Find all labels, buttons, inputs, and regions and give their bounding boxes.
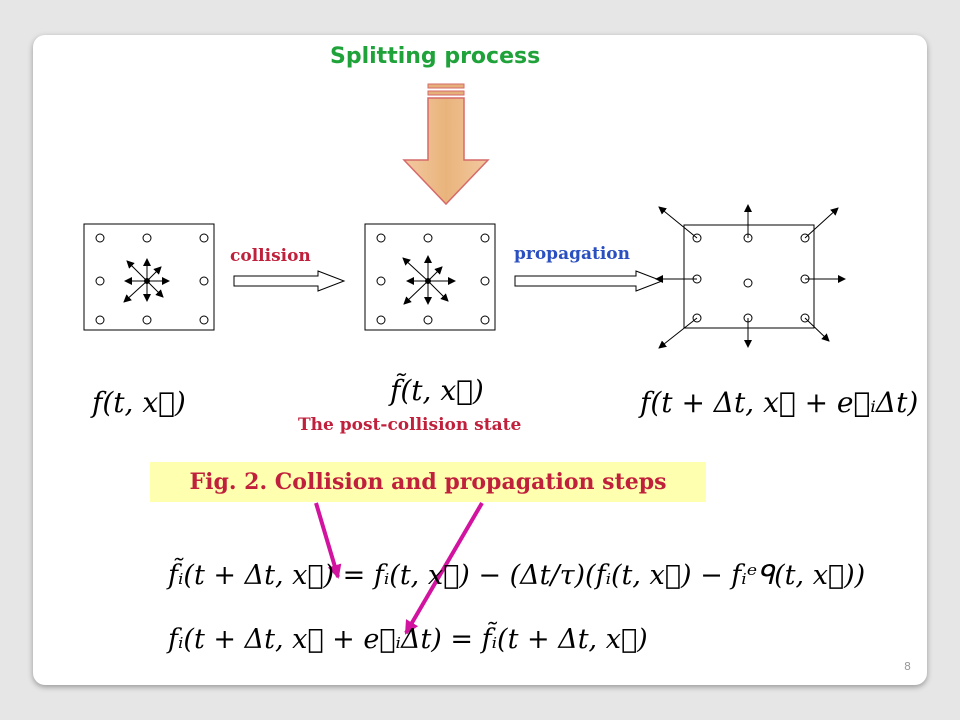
propagation-label: propagation [514, 244, 630, 264]
lattice-before [83, 223, 215, 331]
figure-caption: Fig. 2. Collision and propagation steps [150, 462, 706, 502]
equation-propagation-step: fᵢ(t + Δt, x⃗ + e⃗ᵢΔt) = f̃ᵢ(t + Δt, x⃗) [168, 624, 648, 655]
collision-arrow [233, 270, 346, 292]
lattice-after-propagation [655, 204, 846, 349]
slide-title: Splitting process [330, 44, 541, 69]
propagation-arrow [514, 270, 664, 292]
big-down-arrow [402, 83, 490, 206]
formula-f-post-collision: f̃(t, x⃗) [390, 374, 484, 407]
post-collision-label: The post-collision state [298, 415, 522, 435]
pointer-arrow-collision [314, 502, 342, 579]
slide [33, 35, 927, 685]
pointer-arrow-propagation [404, 501, 484, 635]
lattice-post-collision [364, 223, 496, 331]
collision-label: collision [230, 246, 311, 266]
formula-f-after-propagation: f(t + Δt, x⃗ + e⃗ᵢΔt) [640, 386, 919, 419]
page-number: 8 [904, 660, 911, 673]
formula-f-before: f(t, x⃗) [92, 386, 186, 419]
equation-collision-step: f̃ᵢ(t + Δt, x⃗) = fᵢ(t, x⃗) − (Δt/τ)(fᵢ(… [168, 560, 866, 591]
